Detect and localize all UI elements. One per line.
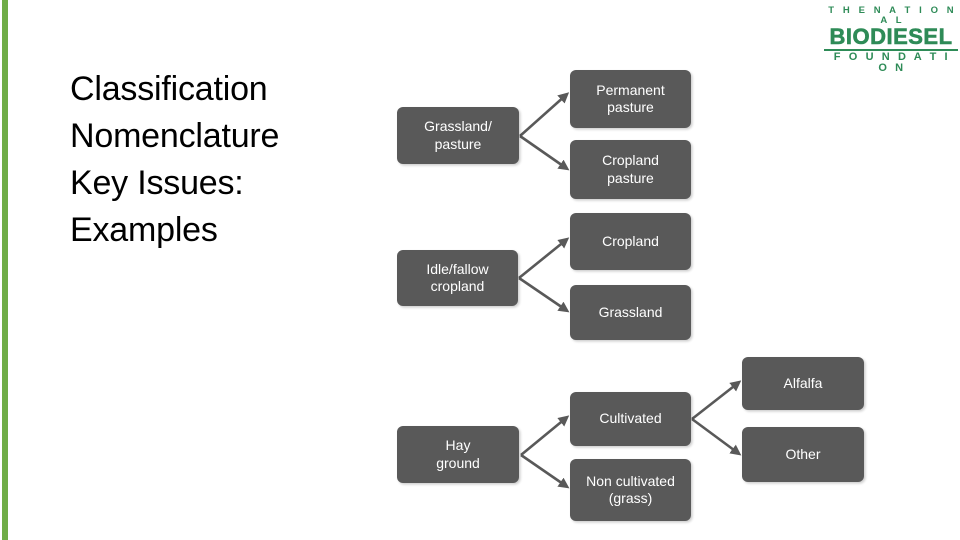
node-cultivated[interactable]: Cultivated: [570, 392, 691, 446]
node-other-label: Other: [785, 445, 821, 462]
node-grassland-pasture-line2: pasture: [434, 135, 482, 152]
node-hay-ground[interactable]: Hay ground: [397, 426, 519, 483]
left-accent-bar: [2, 0, 8, 540]
logo-divider-rule: [824, 49, 958, 51]
page-title-line-2: Nomenclature: [70, 116, 280, 155]
page-title-line-4: Examples: [70, 210, 218, 249]
logo-line-biodiesel: BIODIESEL: [829, 24, 953, 49]
logo-line-foundation: F O U N D A T I O N: [833, 51, 951, 74]
node-alfalfa-label: Alfalfa: [783, 374, 823, 391]
node-grassland-pasture-line1: Grassland/: [424, 118, 492, 134]
page-title-line-1: Classification: [70, 70, 268, 108]
page-title: Classification Nomenclature Key Issues: …: [70, 66, 370, 254]
node-non-cultivated-grass[interactable]: Non cultivated (grass): [570, 459, 691, 521]
node-permanent-pasture[interactable]: Permanent pasture: [570, 70, 691, 128]
node-cropland[interactable]: Cropland: [570, 213, 691, 270]
node-alfalfa[interactable]: Alfalfa: [742, 357, 864, 410]
node-permanent-pasture-line1: Permanent: [596, 81, 665, 98]
biodiesel-foundation-logo: T H E N A T I O N A L BIODIESEL F O U N …: [824, 5, 958, 74]
node-other[interactable]: Other: [742, 427, 864, 482]
node-grassland-label: Grassland: [598, 303, 663, 320]
node-idle-fallow-cropland[interactable]: Idle/fallow cropland: [397, 250, 518, 306]
node-grassland[interactable]: Grassland: [570, 285, 691, 340]
node-hay-ground-line2: ground: [436, 454, 480, 471]
page-title-line-3: Key Issues:: [70, 163, 244, 202]
node-hay-ground-line1: Hay: [445, 437, 471, 453]
logo-line-the-national: T H E N A T I O N A L: [828, 5, 957, 26]
node-cropland-label: Cropland: [602, 232, 659, 249]
node-cropland-pasture[interactable]: Cropland pasture: [570, 140, 691, 199]
node-cropland-pasture-line2: pasture: [607, 169, 654, 186]
node-grassland-pasture[interactable]: Grassland/ pasture: [397, 107, 519, 164]
node-idle-fallow-line1: Idle/fallow: [426, 260, 489, 277]
node-permanent-pasture-line2: pasture: [607, 99, 654, 115]
node-non-cultivated-line2: (grass): [608, 490, 653, 506]
node-cultivated-label: Cultivated: [599, 410, 662, 427]
node-non-cultivated-line1: Non cultivated: [586, 472, 675, 489]
node-cropland-pasture-line1: Cropland: [602, 152, 659, 168]
node-idle-fallow-line2: cropland: [430, 278, 485, 294]
